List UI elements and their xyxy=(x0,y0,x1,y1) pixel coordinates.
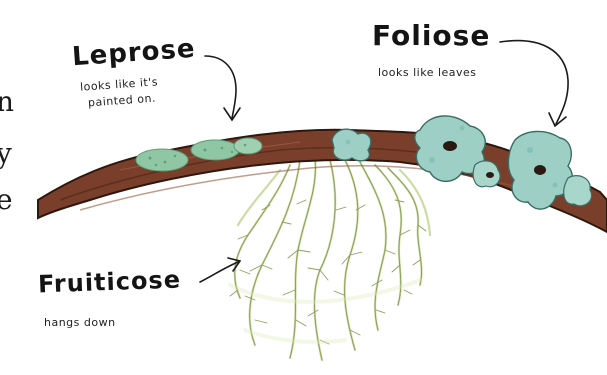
foliose-arrow-icon xyxy=(500,41,568,124)
fruticose-subtitle: hangs down xyxy=(44,316,116,330)
foliose-title: Foliose xyxy=(372,22,490,50)
leprose-arrow-icon xyxy=(205,56,236,118)
fruticose-arrow-icon xyxy=(200,262,238,282)
fruticose-lichen-strands xyxy=(230,158,430,360)
foliose-subtitle: looks like leaves xyxy=(378,66,477,80)
fruticose-title: Fruiticose xyxy=(38,268,182,297)
